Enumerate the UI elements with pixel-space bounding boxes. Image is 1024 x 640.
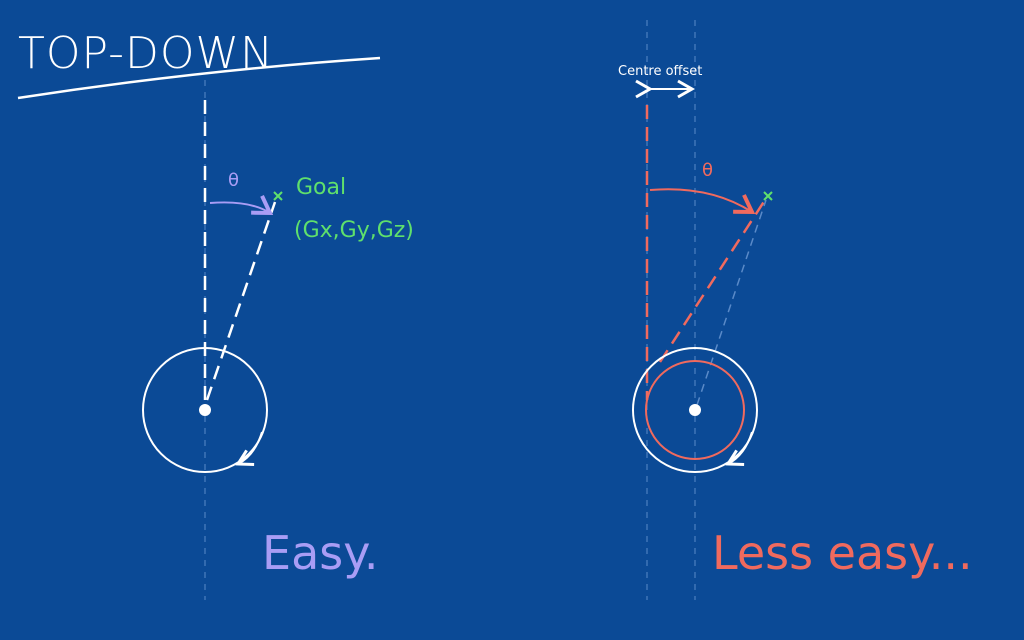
robot-center (689, 404, 701, 416)
goal-marker (273, 191, 283, 201)
theta-label-left: θ (228, 170, 240, 191)
offset-goal-line (658, 199, 767, 363)
centre-offset-label: Centre offset (618, 64, 703, 79)
rotation-arrow (235, 431, 263, 467)
less-easy-caption: Less easy... (712, 526, 973, 580)
offset-circle (645, 360, 745, 460)
theta-arc (209, 195, 274, 216)
theta-arc (649, 188, 756, 215)
center-goal-line (696, 199, 767, 406)
rotation-arrow (725, 431, 753, 467)
theta-label-right: θ (702, 160, 714, 181)
robot-center (199, 404, 211, 416)
title-underline (17, 56, 381, 100)
goal-coordinates: (Gx,Gy,Gz) (294, 218, 414, 243)
diagram-title: TOP-DOWN (18, 28, 274, 79)
goal-label: Goal (296, 175, 347, 200)
easy-caption: Easy. (262, 526, 379, 580)
right-diagram (632, 20, 773, 600)
robot-circle (142, 347, 268, 473)
left-diagram (142, 80, 283, 600)
goal-line (205, 201, 277, 401)
robot-circle (632, 347, 758, 473)
goal-marker (763, 191, 773, 201)
